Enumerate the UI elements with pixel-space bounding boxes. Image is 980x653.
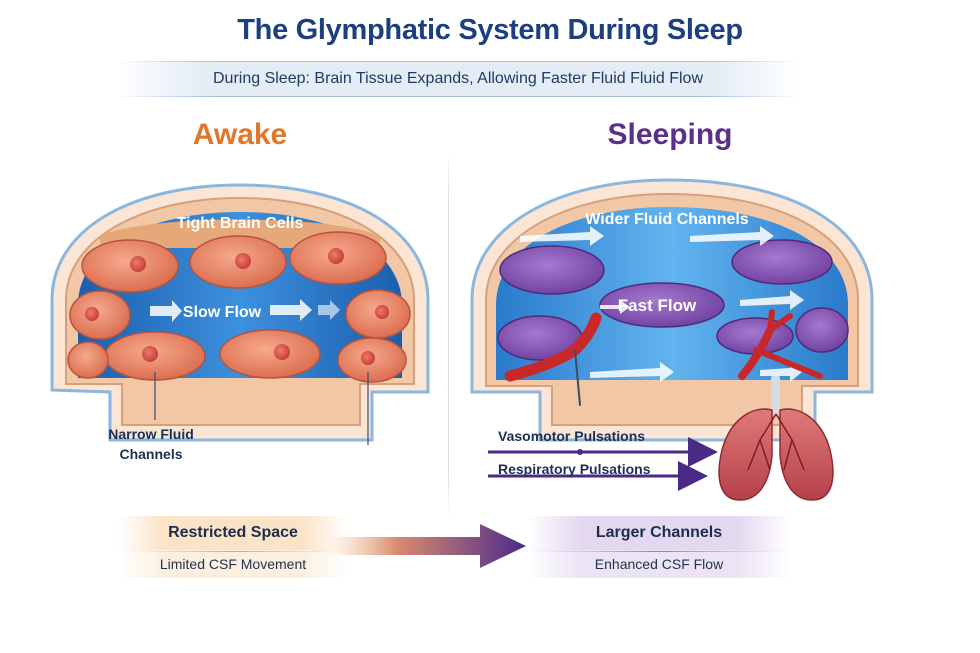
sleeping-channels-label: Wider Fluid Channels bbox=[585, 211, 749, 228]
sleeping-brain bbox=[470, 178, 874, 442]
larger-band bbox=[528, 516, 790, 552]
sleeping-flow-arrows bbox=[520, 226, 804, 382]
larger-sub-band bbox=[528, 550, 790, 578]
sleeping-heading: Sleeping bbox=[607, 118, 733, 151]
limited-csf-text: Limited CSF Movement bbox=[159, 556, 307, 572]
larger-channels-title: Larger Channels bbox=[595, 524, 723, 541]
sleeping-cells bbox=[497, 239, 849, 361]
respiratory-label: Respiratory Pulsations bbox=[498, 461, 651, 477]
narrow-channels-line2: Channels bbox=[119, 446, 183, 462]
restricted-space-title: Restricted Space bbox=[168, 524, 298, 541]
lungs-icon bbox=[718, 376, 834, 501]
page-title: The Glymphatic System During Sleep bbox=[237, 14, 743, 46]
panel-divider bbox=[448, 150, 449, 520]
pulsation-arrows bbox=[488, 437, 718, 491]
blood-vessel-left bbox=[504, 312, 602, 406]
awake-brain bbox=[50, 183, 430, 445]
awake-flow-arrows bbox=[150, 299, 340, 322]
restricted-sub-band bbox=[118, 550, 348, 578]
enhanced-csf-text: Enhanced CSF Flow bbox=[594, 556, 724, 572]
larger-rule bbox=[550, 551, 770, 552]
transition-arrow bbox=[328, 524, 526, 568]
awake-flow-label: Slow Flow bbox=[183, 304, 262, 321]
awake-cells-label: Tight Brain Cells bbox=[177, 215, 304, 232]
awake-cells bbox=[67, 231, 411, 383]
page-subtitle: During Sleep: Brain Tissue Expands, Allo… bbox=[213, 70, 703, 87]
subtitle-band: During Sleep: Brain Tissue Expands, Allo… bbox=[118, 61, 798, 97]
restricted-rule bbox=[140, 551, 330, 552]
vasomotor-label: Vasomotor Pulsations bbox=[498, 428, 646, 444]
restricted-band bbox=[118, 516, 348, 552]
blood-vessel-right bbox=[738, 309, 823, 380]
narrow-channels-label: Narrow Fluid Channels bbox=[96, 424, 206, 464]
narrow-channels-line1: Narrow Fluid bbox=[108, 426, 194, 442]
awake-heading: Awake bbox=[192, 118, 288, 151]
sleeping-flow-label: Fast Flow bbox=[618, 296, 697, 315]
